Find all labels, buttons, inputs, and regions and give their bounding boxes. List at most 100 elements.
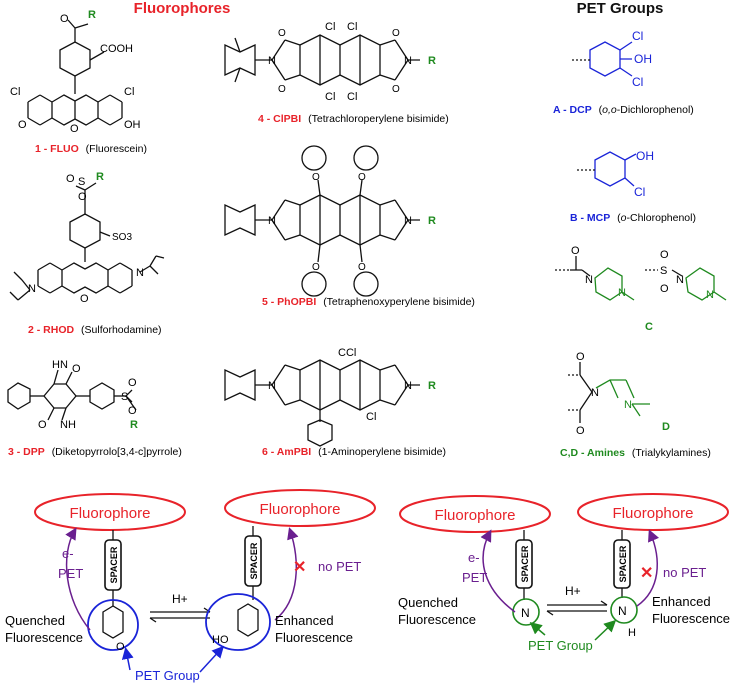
dpp-r: R xyxy=(130,419,138,431)
fluorophores-header: Fluorophores xyxy=(134,0,231,17)
phenolate-o: O xyxy=(116,641,125,653)
label-d: D xyxy=(662,421,670,433)
fluorophore-ellipse-1 xyxy=(34,493,186,531)
dpp-o3: O xyxy=(128,377,137,389)
amine-h: H xyxy=(628,627,636,639)
clpbi-cl3: Cl xyxy=(325,91,335,103)
h-plus-label-1: H+ xyxy=(172,592,188,606)
fluo-o-mid: O xyxy=(70,123,79,135)
dcp-oh: OH xyxy=(634,52,652,66)
clpbi-n2: N xyxy=(404,55,412,67)
structure-clpbi xyxy=(224,34,420,86)
block-cross-1: ✕ xyxy=(293,559,306,576)
rhod-so3: SO3 xyxy=(112,232,132,243)
fluo-cl-left: Cl xyxy=(10,86,20,98)
c-o2: O xyxy=(660,249,669,261)
fluorophore-label-2: Fluorophore xyxy=(260,501,341,518)
pet-group-label-1: PET Group xyxy=(135,668,200,683)
no-pet-arrow-1 xyxy=(274,527,299,621)
caption-phopbi: 5 - PhOPBI (Tetraphenoxyperylene bisimid… xyxy=(262,296,475,308)
rhod-r: R xyxy=(96,171,104,183)
dpp-hn: HN xyxy=(52,359,68,371)
spacer-label-3: SPACER xyxy=(520,545,530,582)
structure-d-imide xyxy=(568,362,650,423)
fluorophore-ellipse-2 xyxy=(224,489,376,527)
phopbi-n2: N xyxy=(404,215,412,227)
no-pet-label-1: no PET xyxy=(318,559,361,574)
phopbi-r: R xyxy=(428,215,436,227)
mcp-cl: Cl xyxy=(634,185,645,199)
fluorophore-label-1: Fluorophore xyxy=(70,505,151,522)
caption-ampbi: 6 - AmPBI (1-Aminoperylene bisimide) xyxy=(262,446,446,458)
e-pet-label: e- xyxy=(62,546,74,561)
clpbi-n1: N xyxy=(268,55,276,67)
d-o1: O xyxy=(576,351,585,363)
no-pet-arrow-2 xyxy=(636,529,660,607)
pet-groups-header: PET Groups xyxy=(577,0,664,17)
c-s: S xyxy=(660,265,667,277)
spacer-label-4: SPACER xyxy=(618,545,628,582)
c-n2: N xyxy=(618,287,626,299)
structure-c-sulfonamide xyxy=(645,267,727,301)
pet-group-circle-2 xyxy=(205,593,271,651)
dpp-o4: O xyxy=(128,405,137,417)
fluorophore-label-3: Fluorophore xyxy=(435,507,516,524)
clpbi-o3: O xyxy=(392,28,400,39)
d-o2: O xyxy=(576,425,585,437)
ampbi-n1: N xyxy=(268,380,276,392)
pet-label-2: PET xyxy=(462,570,487,585)
enhanced-label-1a: Enhanced xyxy=(275,613,334,628)
dcp-cl1: Cl xyxy=(632,29,643,43)
e-pet-label-2: e- xyxy=(468,550,480,565)
dpp-s: S xyxy=(121,391,128,403)
c-n3: N xyxy=(676,274,684,286)
c-n4: N xyxy=(706,289,714,301)
c-o3: O xyxy=(660,283,669,295)
quenched-label-1b: Fluorescence xyxy=(5,630,83,645)
structure-ampbi xyxy=(224,359,420,447)
caption-fluo: 1 - FLUO (Fluorescein) xyxy=(35,143,147,155)
structure-c-amide xyxy=(555,256,635,301)
dpp-nh: NH xyxy=(60,419,76,431)
pet-group-circle-1 xyxy=(87,599,139,651)
rhod-o-mid: O xyxy=(80,293,89,305)
ampbi-ccl: CCl xyxy=(338,347,356,359)
clpbi-o1: O xyxy=(278,28,286,39)
quenched-label-1a: Quenched xyxy=(5,613,65,628)
enhanced-label-1b: Fluorescence xyxy=(275,630,353,645)
structure-dpp xyxy=(7,369,137,421)
caption-dcp: A - DCP (o,o-Dichlorophenol) xyxy=(553,104,694,116)
fluo-cl-right: Cl xyxy=(124,86,134,98)
clpbi-o2: O xyxy=(278,84,286,95)
clpbi-r: R xyxy=(428,55,436,67)
rhod-o2: O xyxy=(78,191,87,203)
quenched-label-2b: Fluorescence xyxy=(398,612,476,627)
amine-n-1: N xyxy=(521,606,530,620)
ampbi-n2: N xyxy=(404,380,412,392)
structure-fluo xyxy=(27,19,123,126)
enhanced-label-2b: Fluorescence xyxy=(652,611,730,626)
phopbi-o1: O xyxy=(312,172,320,183)
phopbi-o3: O xyxy=(312,262,320,273)
caption-mcp: B - MCP (o-Chlorophenol) xyxy=(570,212,696,224)
structure-mcp xyxy=(577,151,637,187)
structure-dcp xyxy=(572,41,633,77)
clpbi-cl4: Cl xyxy=(347,91,357,103)
no-pet-label-2: no PET xyxy=(663,565,706,580)
rhod-n-right: N xyxy=(136,267,144,279)
d-n1: N xyxy=(591,387,599,399)
fluo-oh: OH xyxy=(124,119,141,131)
enhanced-label-2a: Enhanced xyxy=(652,594,711,609)
phopbi-o2: O xyxy=(358,172,366,183)
pet-group-label-2: PET Group xyxy=(528,638,593,653)
fluo-o: O xyxy=(60,13,69,25)
d-n2: N xyxy=(624,399,632,411)
pet-arrow-1 xyxy=(65,527,91,631)
dcp-cl2: Cl xyxy=(632,75,643,89)
quenched-label-2a: Quenched xyxy=(398,595,458,610)
dpp-o1: O xyxy=(72,363,81,375)
amine-n-2: N xyxy=(618,604,627,618)
clpbi-cl2: Cl xyxy=(347,21,357,33)
label-c: C xyxy=(645,321,653,333)
